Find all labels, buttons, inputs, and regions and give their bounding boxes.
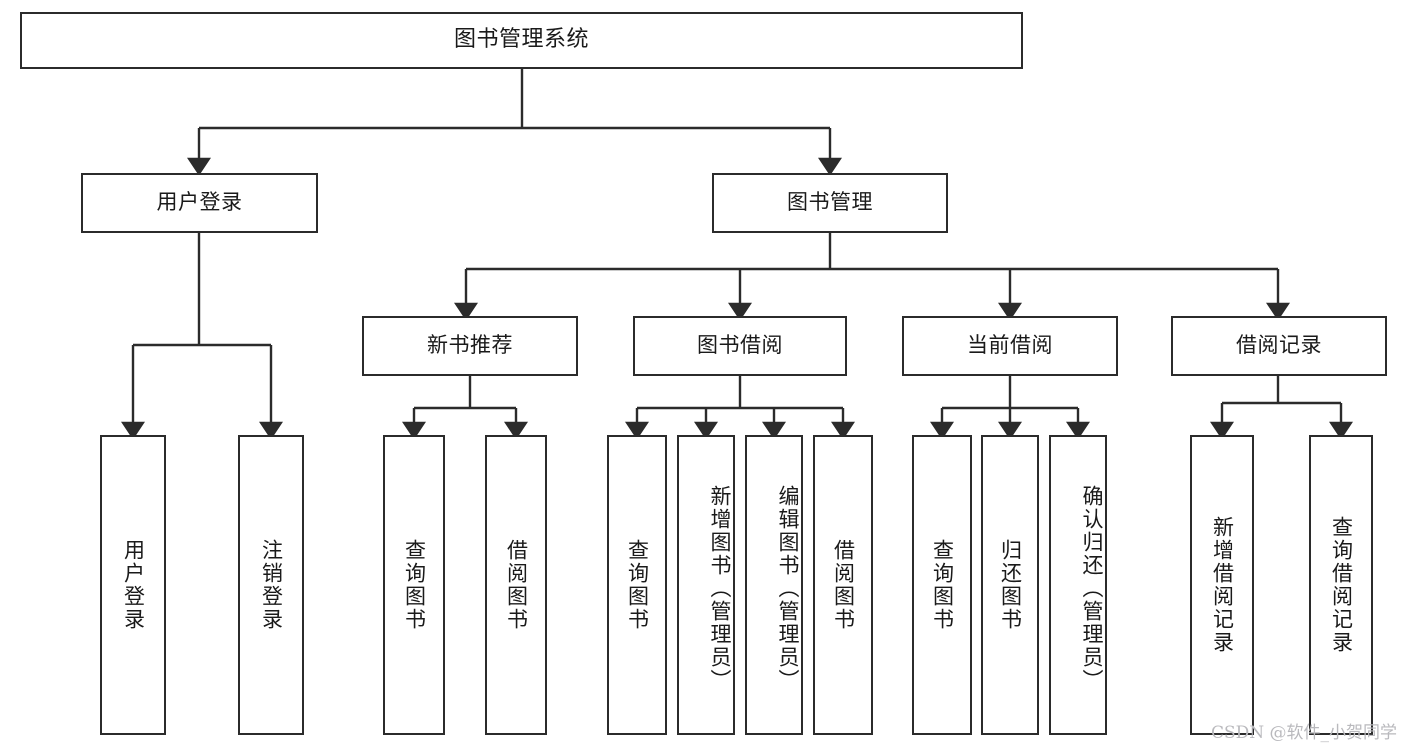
node-label: 用户登录 (156, 190, 243, 215)
node-label: 新增图书（管理员） (708, 484, 732, 692)
leaf-query-book-current[interactable]: 查询图书 (912, 435, 972, 735)
leaf-borrow-book-borrow[interactable]: 借阅图书 (813, 435, 873, 735)
node-label: 新增借阅记录 (1210, 516, 1235, 654)
node-label: 图书借阅 (697, 333, 783, 358)
node-borrow-record[interactable]: 借阅记录 (1171, 316, 1387, 376)
leaf-edit-book-admin[interactable]: 编辑图书（管理员） (745, 435, 803, 735)
node-label: 查询图书 (402, 539, 427, 631)
node-book-manage[interactable]: 图书管理 (712, 173, 948, 233)
node-label: 查询图书 (625, 539, 650, 631)
node-user-login[interactable]: 用户登录 (81, 173, 318, 233)
leaf-query-book-recommend[interactable]: 查询图书 (383, 435, 445, 735)
node-label: 编辑图书（管理员） (776, 484, 800, 692)
node-label: 借阅图书 (831, 539, 856, 631)
node-label: 借阅记录 (1236, 333, 1322, 358)
node-label: 当前借阅 (967, 333, 1053, 358)
leaf-confirm-return-admin[interactable]: 确认归还（管理员） (1049, 435, 1107, 735)
node-label: 注销登录 (259, 539, 284, 631)
node-new-book-recommend[interactable]: 新书推荐 (362, 316, 578, 376)
leaf-borrow-book-recommend[interactable]: 借阅图书 (485, 435, 547, 735)
node-label: 确认归还（管理员） (1080, 484, 1104, 692)
leaf-add-book-admin[interactable]: 新增图书（管理员） (677, 435, 735, 735)
node-label: 归还图书 (998, 539, 1023, 631)
leaf-return-book[interactable]: 归还图书 (981, 435, 1039, 735)
node-label: 查询借阅记录 (1329, 516, 1354, 654)
node-label: 用户登录 (121, 539, 146, 631)
node-label: 查询图书 (930, 539, 955, 631)
node-label: 图书管理 (787, 190, 873, 215)
node-label: 新书推荐 (427, 333, 513, 358)
leaf-query-borrow-record[interactable]: 查询借阅记录 (1309, 435, 1373, 735)
leaf-user-login[interactable]: 用户登录 (100, 435, 166, 735)
leaf-user-logout[interactable]: 注销登录 (238, 435, 304, 735)
leaf-query-book-borrow[interactable]: 查询图书 (607, 435, 667, 735)
node-label: 图书管理系统 (453, 27, 589, 53)
csdn-watermark: CSDN @软件_小贺同学 (1210, 723, 1397, 743)
node-book-borrow[interactable]: 图书借阅 (633, 316, 847, 376)
node-current-borrow[interactable]: 当前借阅 (902, 316, 1118, 376)
leaf-add-borrow-record[interactable]: 新增借阅记录 (1190, 435, 1254, 735)
node-label: 借阅图书 (504, 539, 529, 631)
node-root-system[interactable]: 图书管理系统 (20, 12, 1023, 69)
